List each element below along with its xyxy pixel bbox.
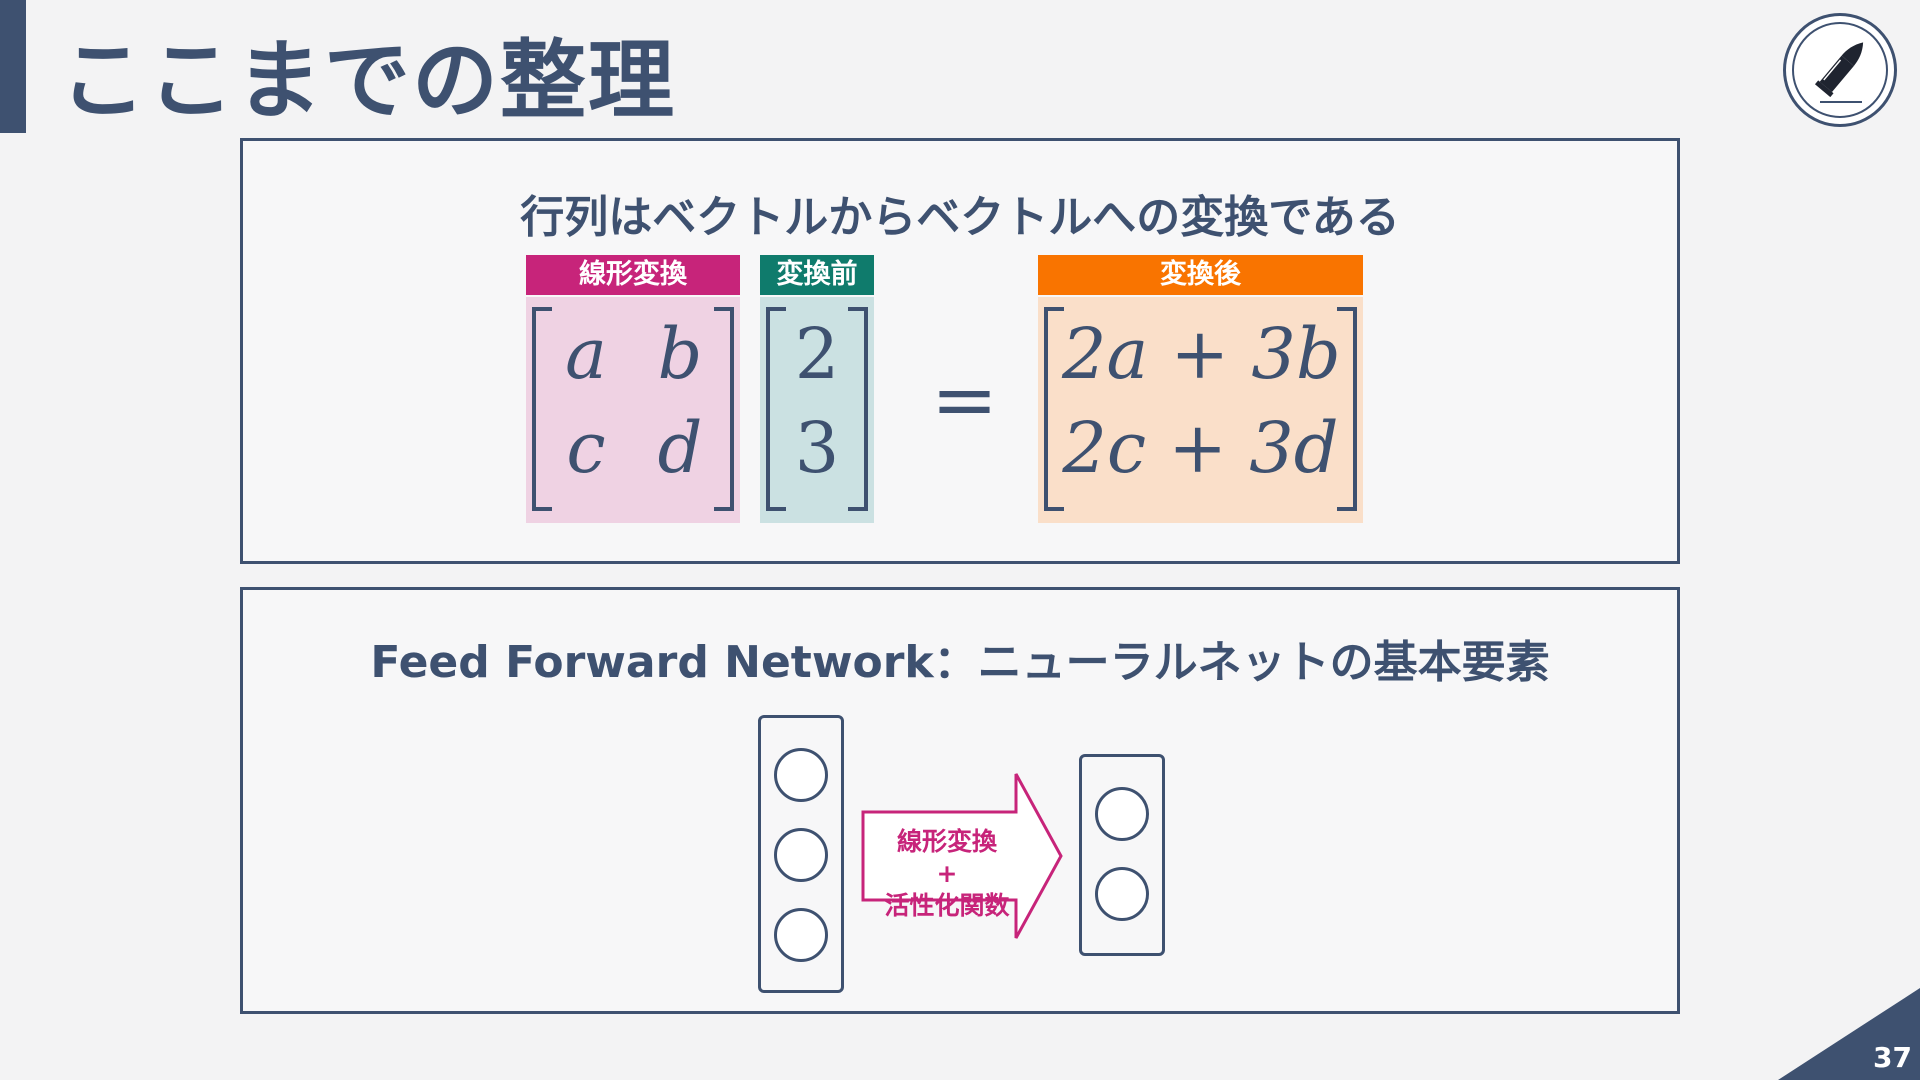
before-body: 2 3 xyxy=(760,297,874,523)
input-layer xyxy=(758,715,844,993)
result-vector: 2a + 3b 2c + 3d xyxy=(1038,297,1363,523)
output-node xyxy=(1095,787,1149,841)
after-vector: 変換後 2a + 3b 2c + 3d xyxy=(1038,255,1363,523)
arrow-label-plus: + xyxy=(936,859,958,888)
matrix-heading: 行列はベクトルからベクトルへの変換である xyxy=(520,192,1400,243)
vector-cell-2: 3 xyxy=(794,407,840,489)
bracket-right xyxy=(848,307,868,511)
input-node xyxy=(774,748,828,802)
bracket-left xyxy=(532,307,552,511)
result-cell-2: 2c + 3d xyxy=(1062,407,1339,489)
matrix-cell-a: a xyxy=(565,313,607,395)
page-number: 37 xyxy=(1873,1041,1912,1074)
bullet-icon xyxy=(1814,42,1864,103)
matrix-panel: 行列はベクトルからベクトルへの変換である 線形変換 a b c d 変換前 2 … xyxy=(240,138,1680,564)
page-corner xyxy=(1778,988,1920,1080)
matrix-cell-b: b xyxy=(657,313,703,395)
title-accent-bar xyxy=(0,0,26,133)
ffn-heading: Feed Forward Network：ニューラルネットの基本要素 xyxy=(370,637,1550,688)
after-body: 2a + 3b 2c + 3d xyxy=(1038,297,1363,523)
bracket-right xyxy=(714,307,734,511)
arrow-label-activation: 活性化関数 xyxy=(884,891,1010,920)
slide-title: ここまでの整理 xyxy=(60,31,676,131)
vector-2x1: 2 3 xyxy=(760,297,874,523)
bracket-left xyxy=(1044,307,1064,511)
matrix-cell-d: d xyxy=(657,407,703,489)
matrix-2x2: a b c d xyxy=(526,297,740,523)
linear-transform-label: 線形変換 xyxy=(526,255,740,295)
ffn-panel: Feed Forward Network：ニューラルネットの基本要素 線形変換 … xyxy=(240,587,1680,1014)
after-label: 変換後 xyxy=(1038,255,1363,295)
output-layer xyxy=(1079,754,1165,956)
linear-transform-body: a b c d xyxy=(526,297,740,523)
input-node xyxy=(774,828,828,882)
arrow-label: 線形変換 + 活性化関数 xyxy=(861,826,1033,922)
transform-arrow-icon xyxy=(861,773,1063,939)
logo xyxy=(1783,13,1897,127)
vector-cell-1: 2 xyxy=(794,313,840,395)
input-node xyxy=(774,908,828,962)
linear-transform-matrix: 線形変換 a b c d xyxy=(526,255,740,523)
bracket-left xyxy=(766,307,786,511)
matrix-cell-c: c xyxy=(566,407,606,489)
arrow-label-linear: 線形変換 xyxy=(896,827,997,856)
before-label: 変換前 xyxy=(760,255,874,295)
bracket-right xyxy=(1337,307,1357,511)
logo-ring xyxy=(1792,22,1888,118)
result-cell-1: 2a + 3b xyxy=(1062,313,1341,395)
equals-sign: = xyxy=(931,353,999,446)
before-vector: 変換前 2 3 xyxy=(760,255,874,523)
output-node xyxy=(1095,867,1149,921)
